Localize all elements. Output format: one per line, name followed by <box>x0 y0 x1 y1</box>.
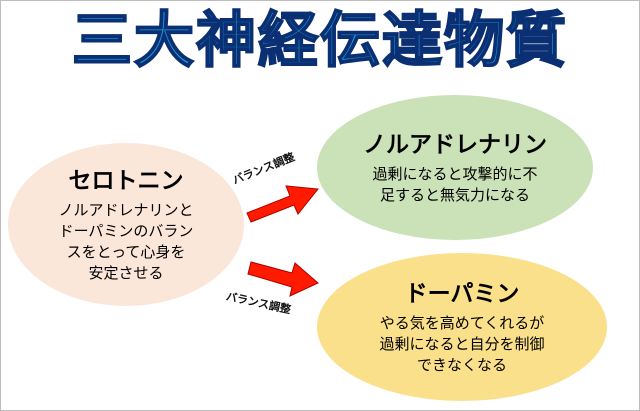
arrow-to-noradrenaline <box>246 185 319 223</box>
serotonin-name: セロトニン <box>68 167 184 194</box>
dopamine-description: やる気を高めてくれるが 過剰になると自分を制御 できなくなる <box>379 313 545 374</box>
arrow-to-dopamine <box>247 261 319 297</box>
serotonin-description: ノルアドレナリンと ドーパミンのバラン スをとって心身を 安定させる <box>58 200 194 282</box>
dopamine-node: ドーパミン やる気を高めてくれるが 過剰になると自分を制御 できなくなる <box>317 253 607 401</box>
noradrenaline-node: ノルアドレナリン 過剰になると攻撃的に不 足すると無気力になる <box>317 95 593 240</box>
serotonin-node: セロトニン ノルアドレナリンと ドーパミンのバラン スをとって心身を 安定させる <box>8 143 244 306</box>
diagram-title: 三大神経伝達物質 <box>71 5 568 77</box>
dopamine-name: ドーパミン <box>404 280 520 307</box>
noradrenaline-description: 過剰になると攻撃的に不 足すると無気力になる <box>372 164 538 204</box>
noradrenaline-name: ノルアドレナリン <box>363 131 547 158</box>
